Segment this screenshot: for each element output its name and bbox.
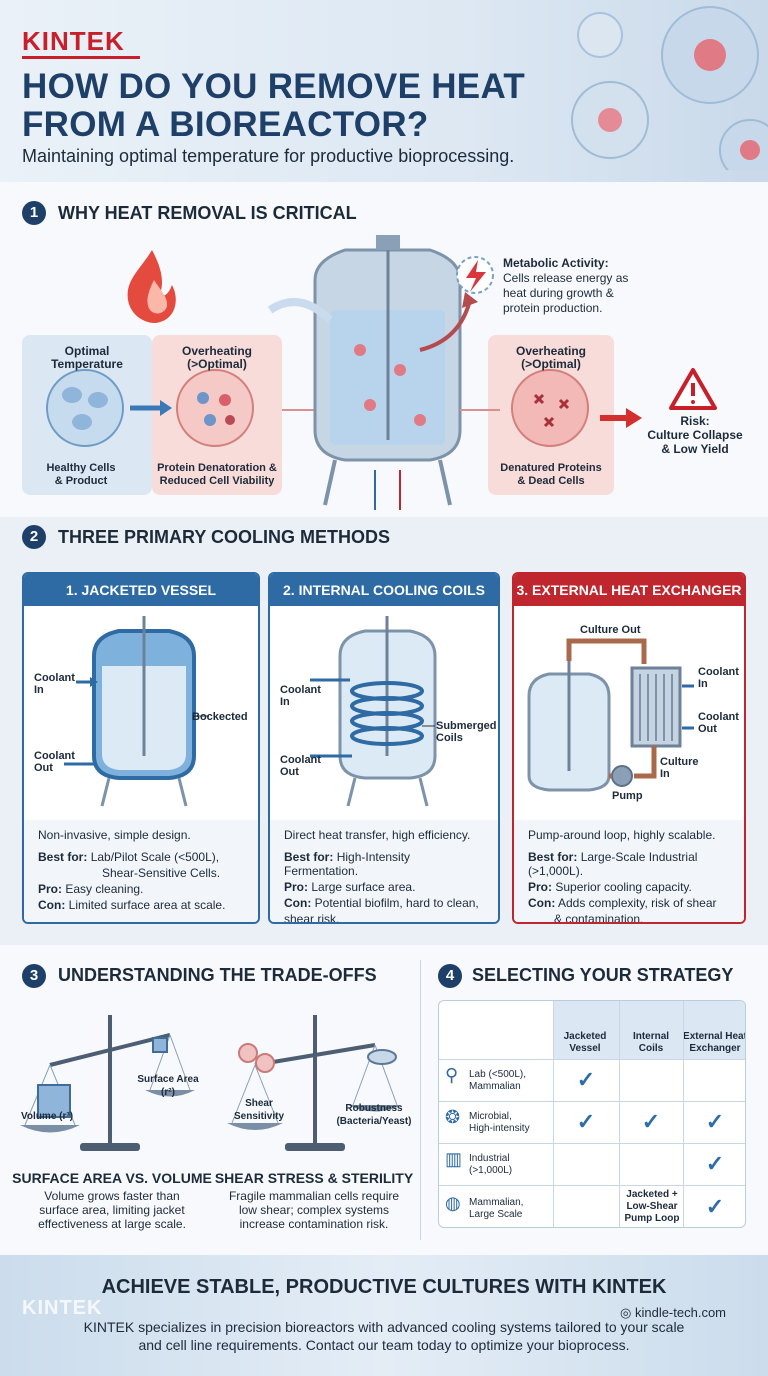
card-description: Direct heat transfer, high efficiency. B… — [270, 820, 498, 922]
label-surface-area: Surface Area(r²) — [137, 1074, 199, 1098]
page-subtitle: Maintaining optimal temperature for prod… — [22, 146, 515, 166]
footer-brand-logo: KINTEK — [22, 1297, 103, 1319]
card-external-heat-exchanger: 3. EXTERNAL HEAT EXCHANGER Culture Out C… — [512, 572, 746, 924]
cell-illustration — [571, 6, 768, 170]
card-title: 1. JACKETED VESSEL — [24, 574, 258, 606]
card-description: Pump-around loop, highly scalable. Best … — [514, 820, 744, 922]
check-icon: ✓ — [576, 1109, 596, 1134]
factory-icon: ▥ — [445, 1149, 463, 1169]
section-number: 2 — [22, 525, 46, 549]
heat-exchanger-diagram — [527, 638, 694, 792]
tradeoff-right-heading: SHEAR STRESS & STERILITY — [214, 1170, 414, 1186]
section-number: 1 — [22, 201, 46, 225]
label-culture-out: Culture Out — [580, 624, 641, 636]
microscope-icon: ⚲ — [445, 1065, 459, 1085]
brand-logo: KINTEK — [22, 26, 125, 56]
page-title: HOW DO YOU REMOVE HEAT FROM A BIOREACTOR… — [22, 67, 526, 144]
section-number: 4 — [438, 964, 462, 988]
bacteria-icon: ❂ — [445, 1107, 461, 1127]
internal-coils-diagram — [310, 616, 437, 807]
balance-scales-diagram — [20, 1015, 402, 1151]
label-jacket: Bockected — [192, 711, 248, 723]
label-volume: Volume (r³) — [21, 1111, 74, 1122]
overheating-label: Overheating(>Optimal) — [181, 344, 253, 371]
footer — [0, 1255, 768, 1376]
globe-icon: ◎ — [620, 1305, 635, 1320]
denaturation-label: Protein Denatoration &Reduced Cell Viabi… — [157, 462, 277, 487]
risk-label: Risk:Culture Collapse& Low Yield — [647, 414, 743, 456]
check-icon: ✓ — [705, 1151, 725, 1176]
footer-text: KINTEK specializes in precision bioreact… — [83, 1319, 685, 1353]
table-header-bg — [553, 1001, 745, 1059]
healthy-cells-label: Healthy Cells& Product — [46, 462, 116, 487]
brand-underline — [22, 56, 140, 59]
heat-diagram — [22, 235, 717, 510]
jacketed-vessel-diagram — [64, 616, 209, 807]
row-label: Microbial,High-intensity — [469, 1111, 530, 1134]
check-icon: ✓ — [705, 1194, 725, 1219]
header-banner: KINTEK HOW DO YOU REMOVE HEAT FROM A BIO… — [0, 0, 768, 182]
divider — [420, 960, 421, 1240]
section-title: WHY HEAT REMOVAL IS CRITICAL — [58, 203, 357, 223]
card-title: 2. INTERNAL COOLING COILS — [270, 574, 498, 606]
row-label: Industrial(>1,000L) — [469, 1153, 513, 1176]
label-robustness: Robustness(Bacteria/Yeast) — [336, 1103, 412, 1127]
section-title: UNDERSTANDING THE TRADE-OFFS — [58, 965, 377, 985]
section-number: 3 — [22, 964, 46, 988]
tradeoff-left-heading: SURFACE AREA VS. VOLUME — [12, 1170, 212, 1186]
card-title: 3. EXTERNAL HEAT EXCHANGER — [514, 574, 744, 606]
overheating-right-label: Overheating(>Optimal) — [515, 344, 587, 371]
section-title: SELECTING YOUR STRATEGY — [472, 965, 734, 985]
metabolic-title: Metabolic Activity: — [503, 256, 609, 270]
label-pump: Pump — [612, 790, 643, 802]
section-title: THREE PRIMARY COOLING METHODS — [58, 527, 391, 547]
footer-title: ACHIEVE STABLE, PRODUCTIVE CULTURES WITH… — [101, 1276, 667, 1298]
row-label: Lab (<500L),Mammalian — [469, 1069, 526, 1092]
check-icon: ✓ — [641, 1109, 661, 1134]
check-icon: ✓ — [576, 1067, 596, 1092]
row-label: Mammalian,Large Scale — [469, 1197, 524, 1220]
dead-cells-label: Denatured Proteins& Dead Cells — [500, 462, 602, 487]
check-icon: ✓ — [705, 1109, 725, 1134]
footer-url[interactable]: ◎ kindle-tech.com — [620, 1305, 727, 1320]
card-description: Non-invasive, simple design. Best for: L… — [24, 820, 258, 922]
cell-icon: ◍ — [445, 1193, 461, 1213]
